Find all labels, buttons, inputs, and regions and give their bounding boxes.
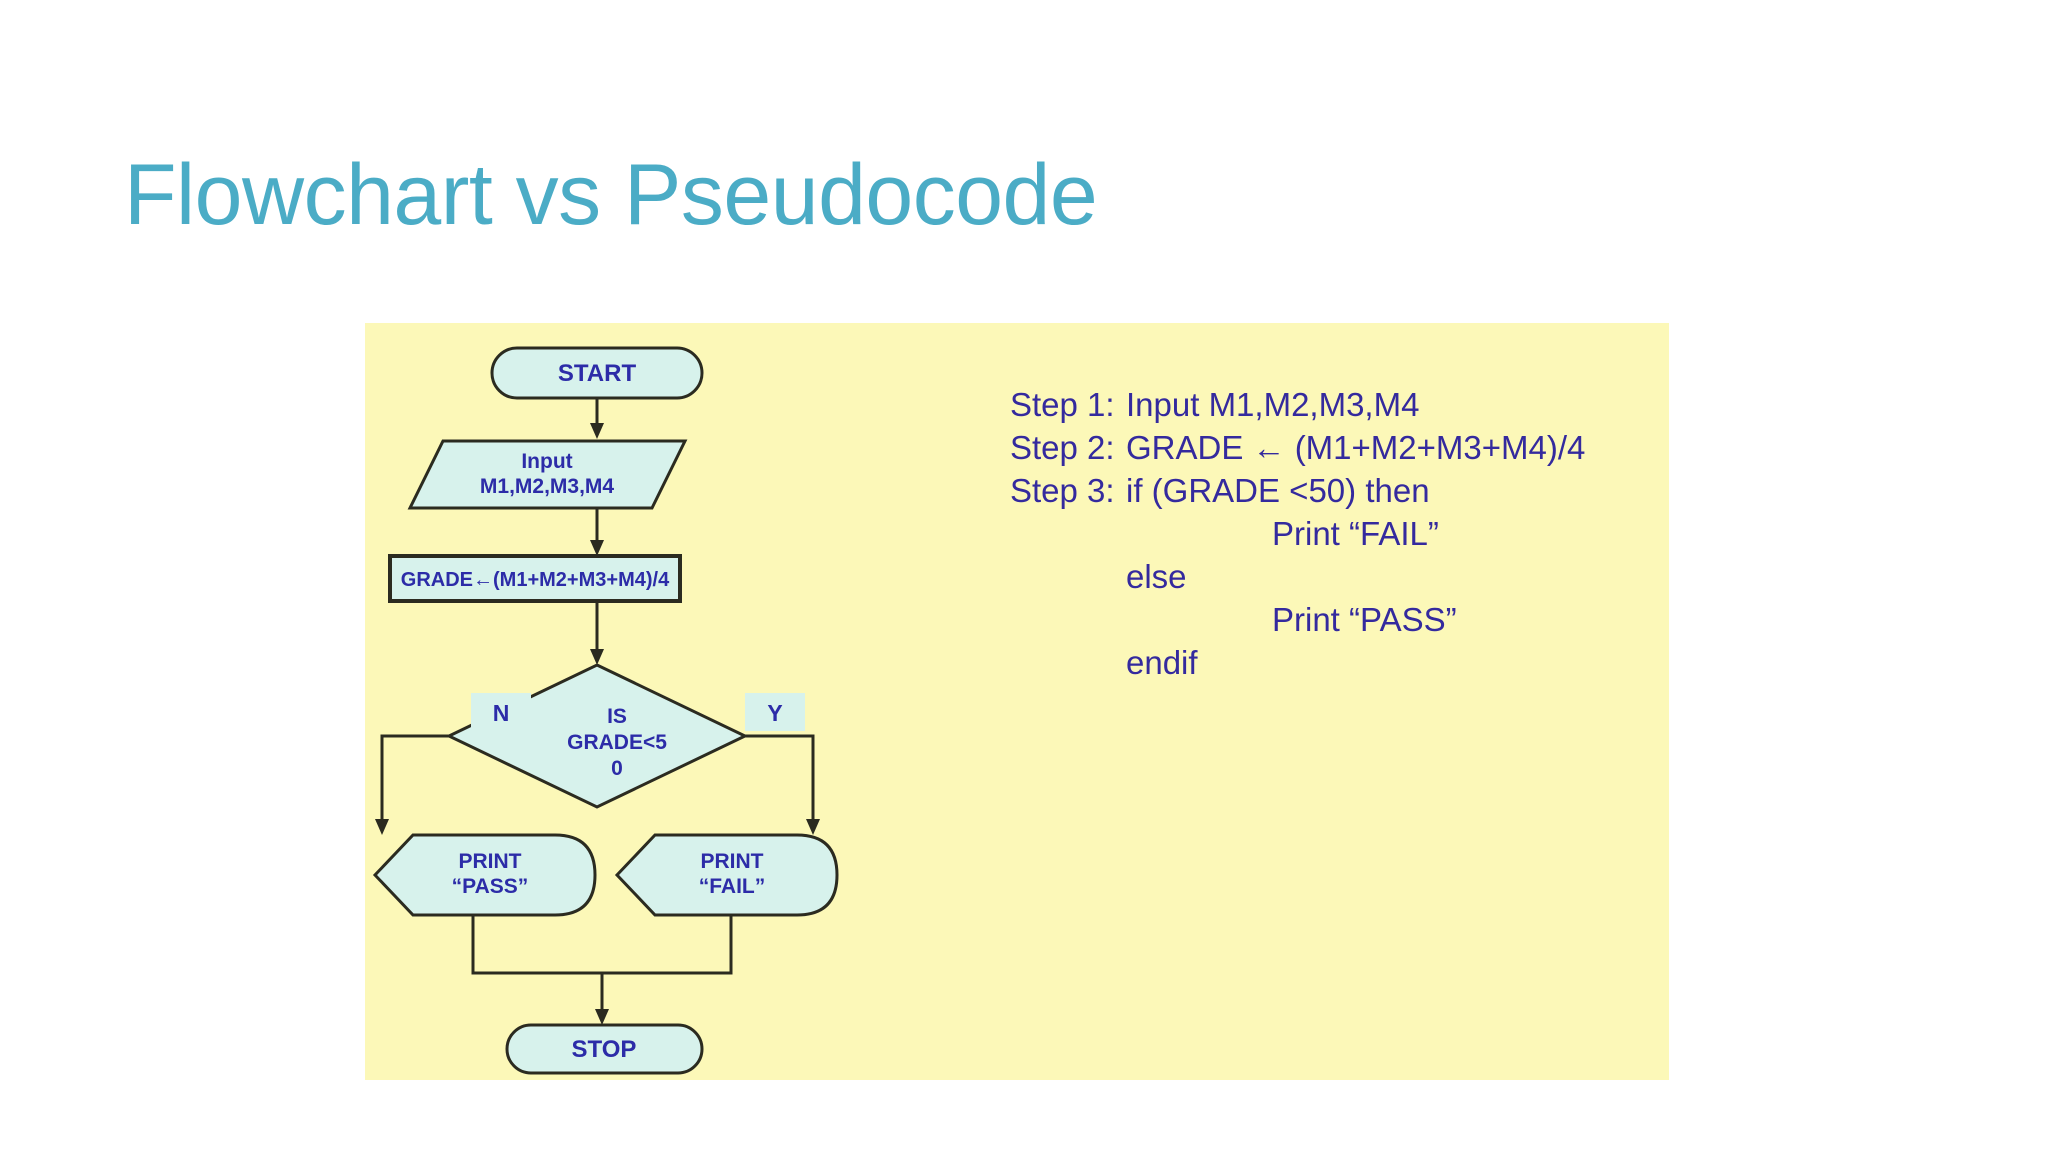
node-print-pass: PRINT “PASS” xyxy=(372,833,597,917)
node-input-line1: Input xyxy=(521,450,572,473)
page-title: Flowchart vs Pseudocode xyxy=(124,147,1098,243)
connector-merge-to-stop xyxy=(471,915,733,1025)
branch-no: N xyxy=(375,693,531,835)
pseudocode-line: Print “FAIL” xyxy=(1010,512,1660,555)
node-decision-line1: IS xyxy=(607,705,627,728)
branch-yes-label: Y xyxy=(767,700,782,726)
node-input: Input M1,M2,M3,M4 xyxy=(407,439,688,510)
pseudocode-line: endif xyxy=(1010,641,1660,684)
node-stop-label: STOP xyxy=(572,1036,637,1063)
pseudocode-step-body: Print “FAIL” xyxy=(1272,515,1439,552)
node-decision: IS GRADE<5 0 xyxy=(445,663,749,809)
pseudocode-line: Step 3: if (GRADE <50) then xyxy=(1010,469,1660,512)
content-panel: START Input M1,M2,M3,M4 GRADE←(M1+M2+M3+… xyxy=(365,323,1669,1080)
pseudocode-line: Step 1: Input M1,M2,M3,M4 xyxy=(1010,383,1660,426)
pseudocode-step-body: else xyxy=(1126,558,1187,595)
node-process: GRADE←(M1+M2+M3+M4)/4 xyxy=(388,554,682,603)
node-process-label: GRADE←(M1+M2+M3+M4)/4 xyxy=(401,569,670,591)
pseudocode-block: Step 1: Input M1,M2,M3,M4 Step 2: GRADE ← … xyxy=(1010,383,1660,684)
pseudocode-step-body: endif xyxy=(1126,644,1198,681)
node-decision-line3: 0 xyxy=(611,757,623,780)
pseudocode-step-body: Print “PASS” xyxy=(1272,601,1457,638)
node-start: START xyxy=(490,346,704,400)
pseudocode-line: Print “PASS” xyxy=(1010,598,1660,641)
node-print-fail: PRINT “FAIL” xyxy=(614,833,839,917)
node-start-label: START xyxy=(558,360,637,387)
pseudocode-step-body: GRADE ← (M1+M2+M3+M4)/4 xyxy=(1126,429,1586,466)
pseudocode-line: else xyxy=(1010,555,1660,598)
pseudocode-step-label: Step 2: xyxy=(1010,429,1115,466)
node-stop: STOP xyxy=(505,1023,704,1075)
pseudocode-step-body: if (GRADE <50) then xyxy=(1126,472,1430,509)
connector-start-to-input xyxy=(590,398,604,439)
node-decision-line2: GRADE<5 xyxy=(567,731,667,754)
branch-yes: Y xyxy=(745,693,820,835)
pseudocode-step-label: Step 3: xyxy=(1010,472,1115,509)
connector-input-to-process xyxy=(590,508,604,556)
node-input-line2: M1,M2,M3,M4 xyxy=(480,475,615,498)
flowchart-diagram: START Input M1,M2,M3,M4 GRADE←(M1+M2+M3+… xyxy=(372,346,839,1075)
branch-no-label: N xyxy=(493,700,510,726)
node-print-pass-line1: PRINT xyxy=(459,850,522,873)
pseudocode-step-label: Step 1: xyxy=(1010,386,1115,423)
node-print-pass-line2: “PASS” xyxy=(452,875,529,898)
pseudocode-step-body: Input M1,M2,M3,M4 xyxy=(1126,386,1420,423)
node-print-fail-line2: “FAIL” xyxy=(699,875,766,898)
node-print-fail-line1: PRINT xyxy=(701,850,764,873)
pseudocode-line: Step 2: GRADE ← (M1+M2+M3+M4)/4 xyxy=(1010,426,1660,469)
